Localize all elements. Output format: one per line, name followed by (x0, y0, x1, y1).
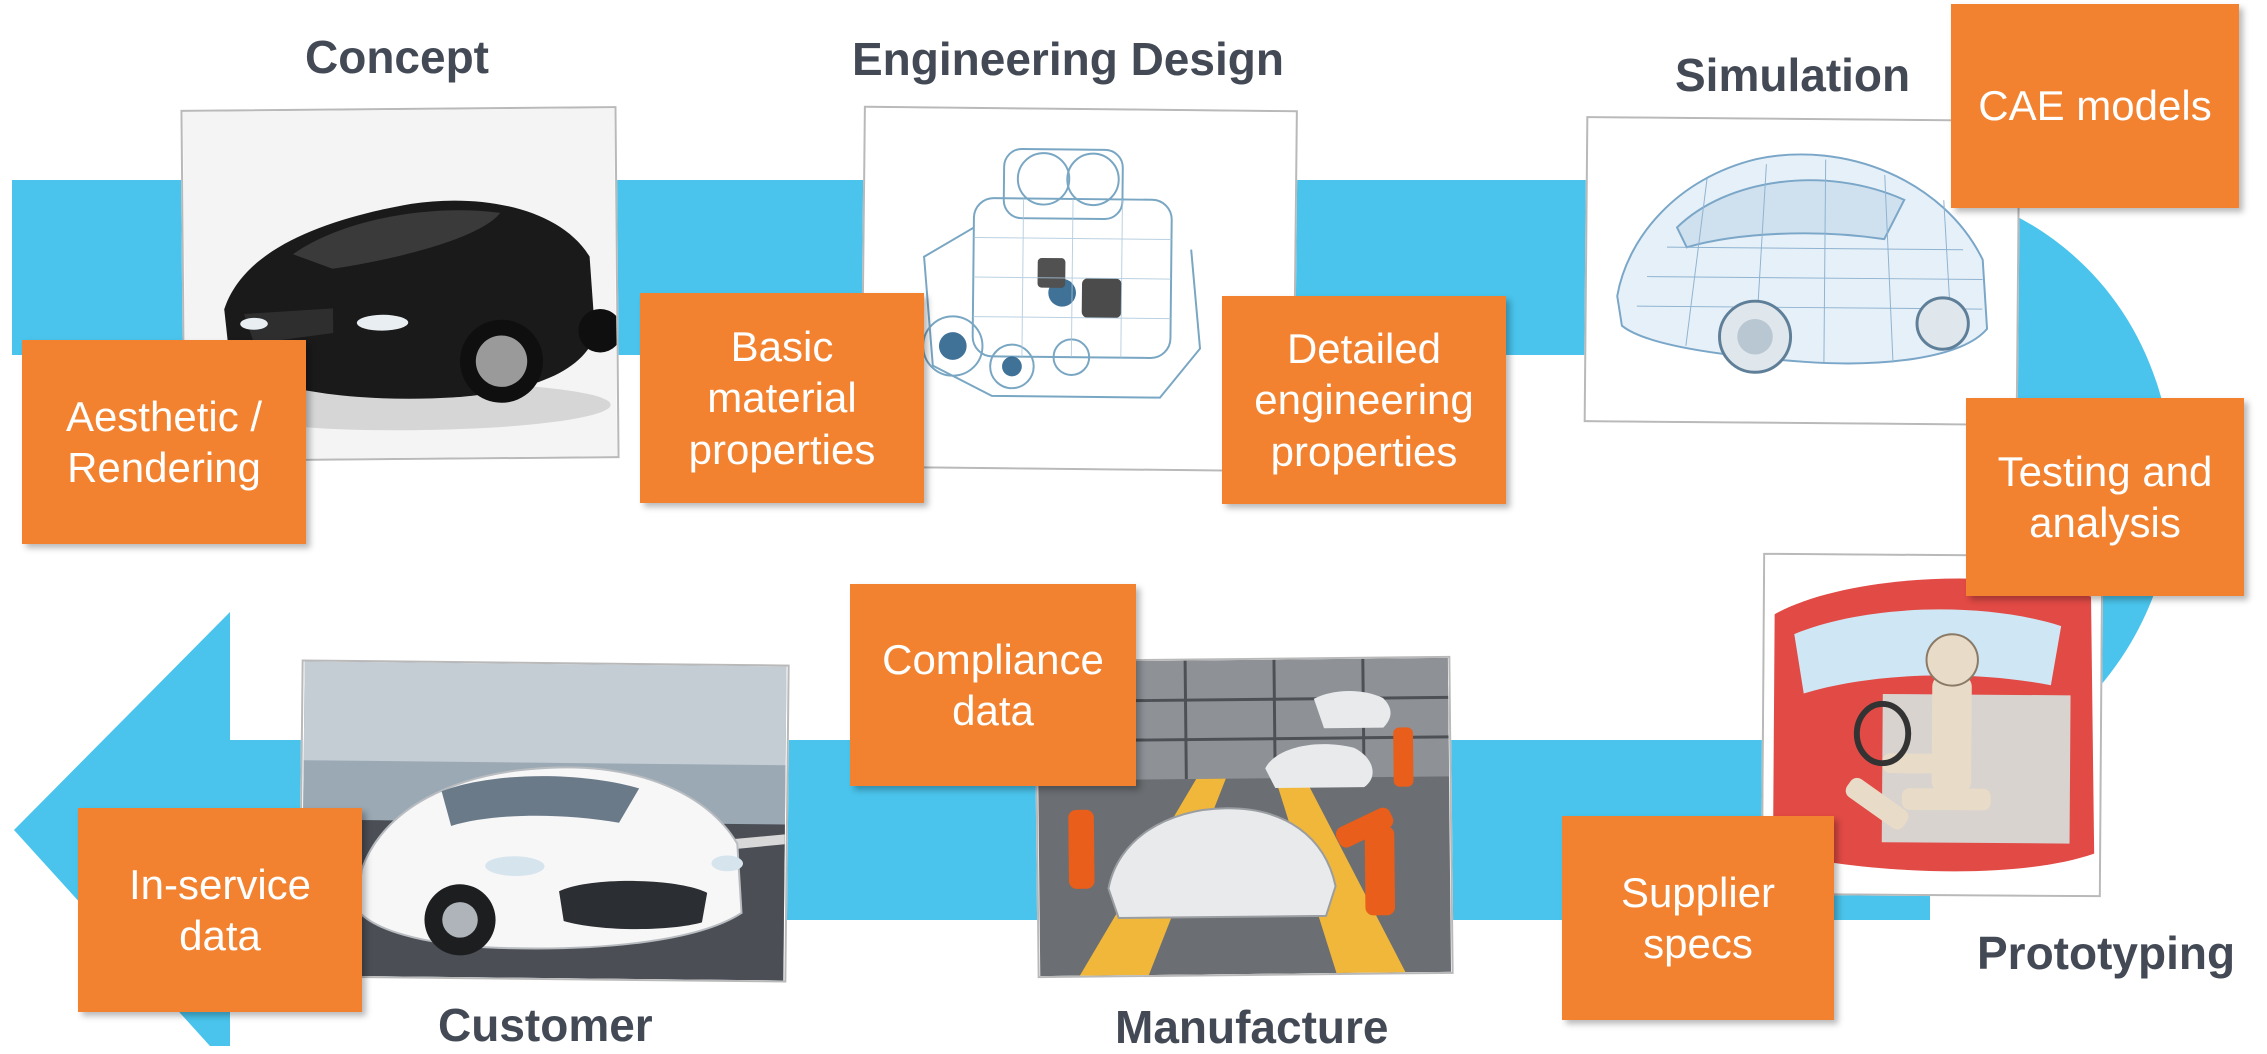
tag-supplier-specs-label: Supplier specs (1620, 868, 1776, 967)
tag-detailed-engineering-properties: Detailed engineering properties (1222, 296, 1506, 504)
tag-in-service-data: In-service data (78, 808, 362, 1012)
tag-aesthetic-rendering: Aesthetic / Rendering (22, 340, 306, 544)
tag-compliance-data-label: Compliance data (882, 635, 1104, 734)
stage-title-manufacture: Manufacture (1115, 1001, 1389, 1053)
tag-testing-and-analysis-label: Testing and analysis (1997, 447, 2213, 546)
tag-supplier-specs: Supplier specs (1562, 816, 1834, 1020)
tag-detailed-engineering-properties-label: Detailed engineering properties (1254, 325, 1474, 475)
tag-compliance-data: Compliance data (850, 584, 1136, 786)
tag-testing-and-analysis: Testing and analysis (1966, 398, 2244, 596)
assembly-line-image (1034, 655, 1454, 979)
crash-test-image (1760, 552, 2104, 898)
stage-title-concept: Concept (305, 31, 489, 83)
stage-title-prototyping: Prototyping (1977, 927, 2236, 979)
tag-in-service-data-label: In-service data (128, 860, 312, 959)
tag-basic-material-properties: Basic material properties (640, 293, 924, 503)
engine-wireframe-image (860, 105, 1298, 473)
tag-aesthetic-rendering-label: Aesthetic / Rendering (65, 392, 263, 491)
stage-title-engineering-design: Engineering Design (852, 33, 1284, 85)
wireframe-car-image (1583, 116, 2021, 426)
tag-cae-models: CAE models (1951, 4, 2239, 208)
tag-basic-material-properties-label: Basic material properties (688, 323, 876, 473)
tag-cae-models-label: CAE models (1978, 82, 2212, 130)
stage-title-customer: Customer (438, 999, 653, 1051)
customer-car-image (298, 659, 790, 983)
stage-title-simulation: Simulation (1675, 49, 1911, 101)
